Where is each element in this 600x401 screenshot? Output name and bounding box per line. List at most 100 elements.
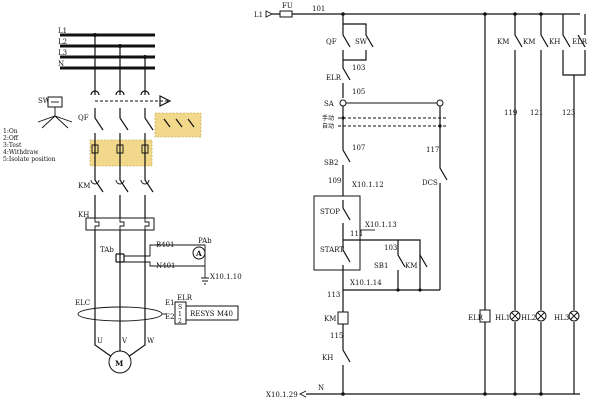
current-transformer [115,253,125,263]
km-hold-contact [419,254,428,268]
right-contact-kh: KH [549,38,560,46]
power-circuit: L1 L2 L3 N QF SW 1:On 2:Off 3:Test 4:Wit… [3,27,242,374]
elr-terminal-s: S [178,304,182,311]
hl2-branch [540,14,549,394]
kh-heaters [94,218,150,230]
sa-node-left [339,99,347,107]
motor-symbol: M [115,359,123,368]
sa-position-auto: 自动 [322,122,334,130]
output-v: V [121,337,128,345]
merge-node-1 [396,288,400,292]
motor-leads [94,330,146,358]
x10-1-14-label: X10.1.14 [350,279,382,287]
right-contact-km-1: KM [497,38,509,46]
elr-terminal-1: 1 [178,311,182,318]
hl2-label: HL2 [521,314,536,322]
hl2-lamp-cross [537,312,545,320]
x29-terminal-icon [298,390,307,398]
kh-contact [342,340,351,394]
sw-pos-5: 5:Isolate position [3,156,56,163]
ammeter-symbol: A [195,249,202,258]
wire-103b: 103 [384,244,397,252]
output-w: W [147,337,155,345]
qf-breaker-poles [94,108,154,165]
arrow-right-icon [159,95,172,107]
sb1-label: SB1 [374,262,388,270]
sw-position-fan [37,107,73,129]
km-arc-marks [90,179,150,185]
stop-label: STOP [320,208,340,216]
x10-1-10-label: X10.1.10 [210,273,242,281]
km-coil-icon [337,311,349,325]
wire-121: 121 [530,109,543,117]
sb2-contact [342,140,351,200]
wire-103: 103 [352,64,365,72]
resys-label: RESYS M40 [190,310,233,318]
sw-pos-4: 4:Withdraw [3,149,39,156]
hl1-lamp-cross [511,312,519,320]
elr-label: ELR [177,294,193,302]
elr-terminal-2: 2 [178,318,182,325]
sw-aux-contact [343,23,374,61]
stop-button-contact [342,200,351,240]
aux-contact-symbols [163,118,195,128]
e2-label: E2 [165,313,175,321]
local-station-box [313,195,361,271]
fuse-icon [279,10,293,18]
hl1-branch [514,14,523,394]
elr-lamp-label: ELR [468,314,484,322]
wire-123: 123 [562,109,575,117]
sb2-label: SB2 [324,159,338,167]
right-contact-km-2: KM [523,38,535,46]
phase-drops-lower [94,215,146,330]
sa-label: SA [324,100,335,108]
km-contactor-poles [94,165,154,215]
km-hold-label: KM [405,262,417,270]
kh-label: KH [78,211,89,219]
km-label: KM [78,182,90,190]
wire-107: 107 [352,144,365,152]
hl3-branch [562,14,586,394]
n-label: N [318,384,324,392]
sa-position-manual: 手动 [322,114,334,122]
phase-drops-upper [94,35,146,95]
disconnect-contacts [90,90,150,96]
ammeter-circuit [155,244,206,278]
km-coil-label: KM [324,315,336,323]
x10-1-12-label: X10.1.12 [352,181,384,189]
sa-node-right [436,99,444,107]
x10-1-13-label: X10.1.13 [365,221,397,229]
start-button-contact [342,240,351,290]
qf-trip-elements [91,144,149,154]
ammeter-icon [192,246,206,260]
qf-aux-contact [342,14,351,60]
hl3-lamp-cross [570,312,578,320]
sw-pos-2: 2:Off [3,135,19,142]
phase-label-n: N [58,60,64,68]
ct-secondary-wires [124,244,155,267]
fu-label: FU [282,2,293,10]
output-u: U [97,337,103,345]
l1-control-label: L1 [254,11,263,19]
sa-position-lines [338,117,446,127]
dcs-label: DCS [422,179,438,187]
dcs-contact [439,140,448,290]
wire-109: 109 [328,177,341,185]
elr-contact [342,60,351,98]
hold-branch-top [343,239,421,290]
pab-label: PAb [198,237,212,245]
elc-label: ELC [75,299,90,307]
hl1-label: HL1 [495,314,510,322]
phase-label-l1: L1 [58,27,67,35]
right-contact-elr: ELR [572,38,588,46]
wire-115: 115 [330,332,343,340]
wire-117: 117 [426,146,439,154]
elr-contact-label: ELR [326,74,342,82]
sa-outputs [342,106,441,140]
wire-113: 113 [327,291,340,299]
sb1-contact [397,240,406,290]
wire-111: 111 [350,230,363,238]
sw-pos-1: 1:On [3,128,18,135]
sw-contact-label: SW [355,38,368,46]
wire-105: 105 [352,88,365,96]
